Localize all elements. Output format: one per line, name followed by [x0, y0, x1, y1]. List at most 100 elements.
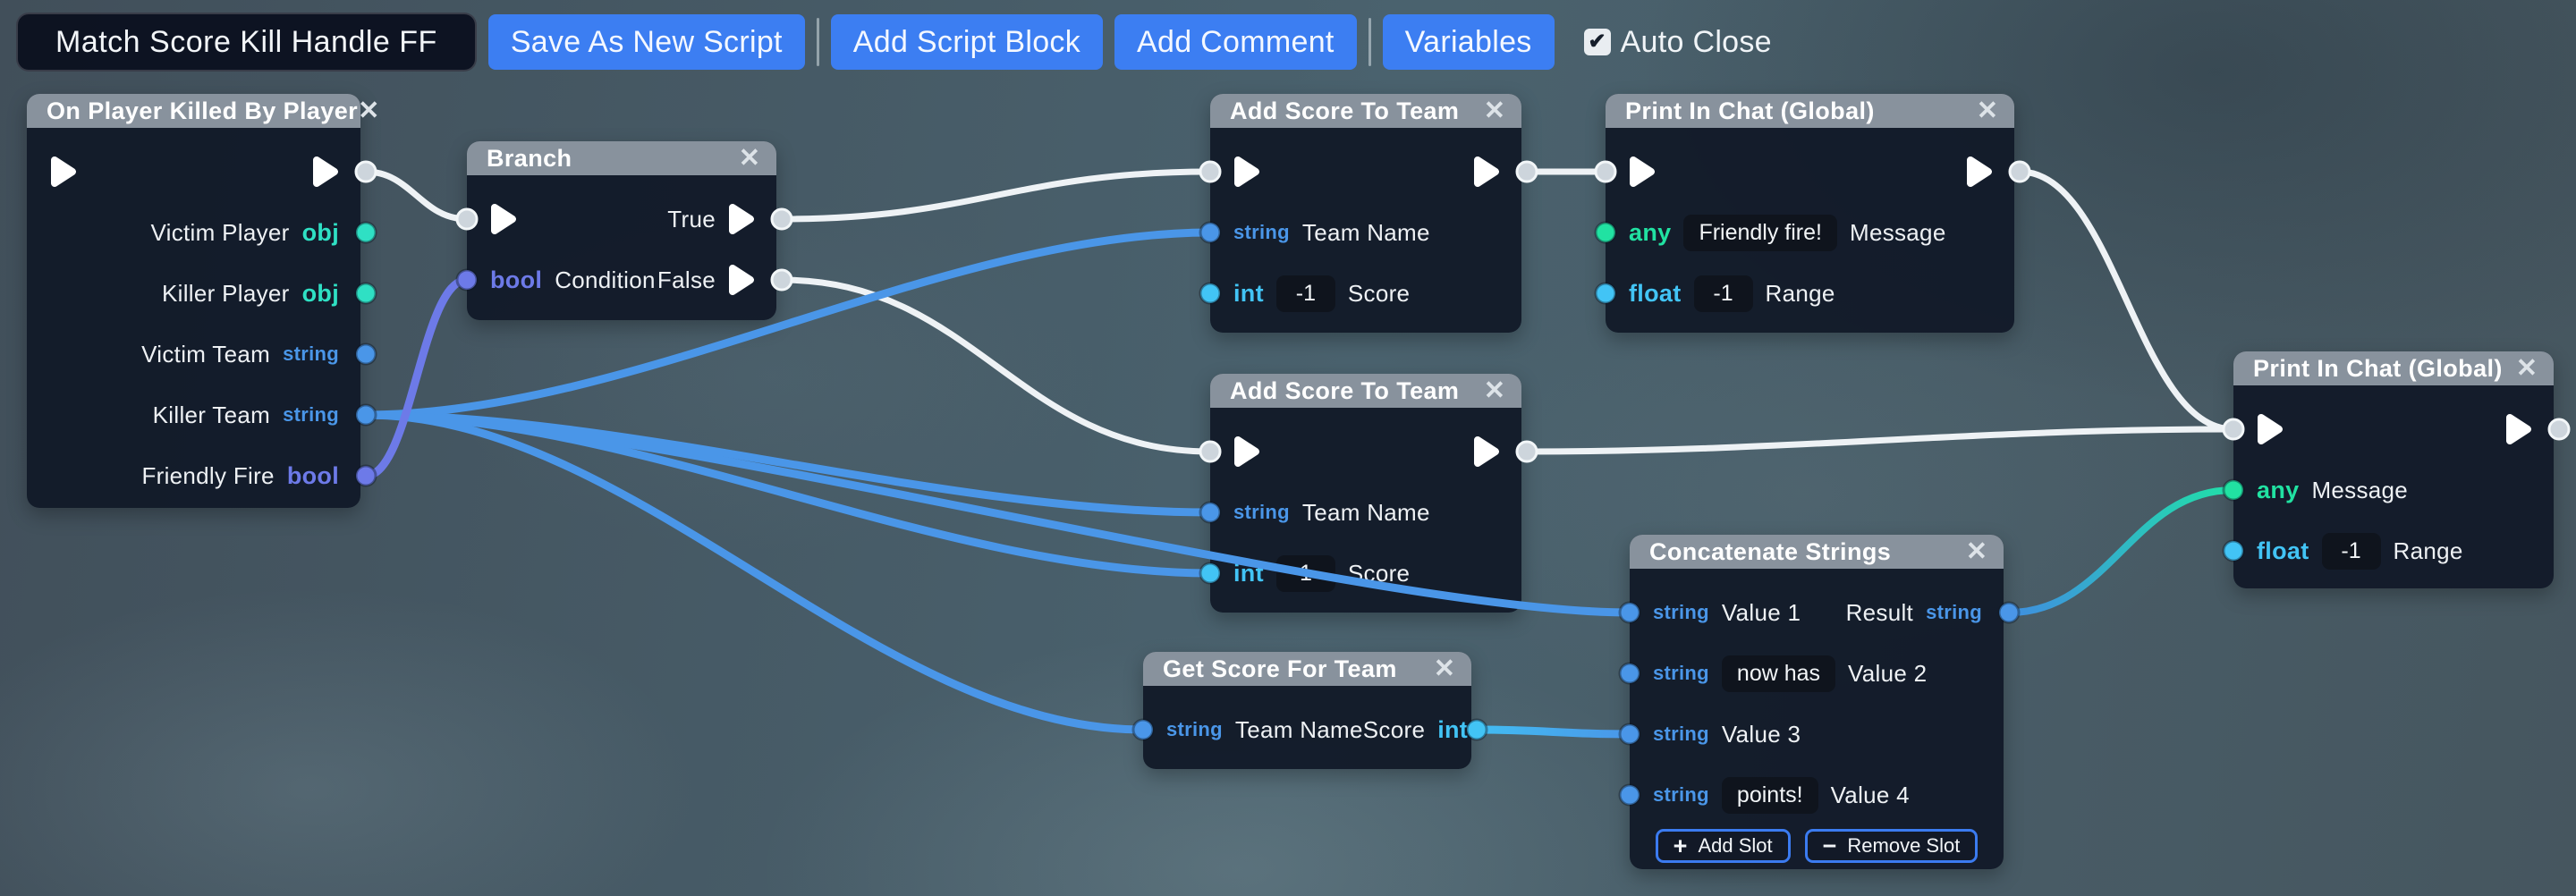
port-label: Message [1849, 218, 1946, 246]
node-header[interactable]: Print In Chat (Global)✕ [1606, 94, 2014, 128]
node-on-player-killed-by-player[interactable]: On Player Killed By Player✕Victim Player… [27, 94, 379, 508]
script-title: Match Score Kill Handle FF [16, 13, 477, 72]
port-label: Friendly Fire [141, 461, 275, 489]
wire [362, 168, 470, 223]
port-label: Killer Team [152, 401, 271, 428]
node-header[interactable]: Get Score For Team ✕ [1143, 652, 1471, 686]
auto-close-checkbox[interactable]: ✔ [1583, 29, 1611, 55]
auto-close-control: ✔ Auto Close [1583, 24, 1772, 60]
node-header[interactable]: On Player Killed By Player✕ [27, 94, 379, 128]
close-icon[interactable]: ✕ [1483, 376, 1505, 405]
value-box[interactable]: -1 [1693, 275, 1753, 312]
checkmark-icon: ✔ [1588, 30, 1606, 54]
port-label: Result [1845, 598, 1914, 626]
value-box[interactable]: -1 [1275, 275, 1335, 312]
value-box[interactable]: 1 [1275, 554, 1335, 592]
port-label: Victim Team [141, 340, 271, 368]
auto-close-label: Auto Close [1620, 24, 1772, 59]
type-label-float: float [1629, 279, 1682, 307]
wire [778, 168, 1214, 223]
type-label-string: string [1166, 718, 1223, 740]
exec-pin-icon[interactable] [728, 264, 755, 296]
node-row: Friendly Fire bool [27, 445, 360, 506]
exec-pin-icon[interactable] [1233, 435, 1260, 468]
node-header[interactable]: Add Score To Team✕ [1210, 374, 1521, 408]
node-header[interactable]: Concatenate Strings✕ [1630, 535, 2004, 569]
node-row [1210, 421, 1521, 482]
exec-pin-icon[interactable] [2505, 413, 2532, 445]
exec-pin-icon[interactable] [490, 203, 517, 235]
value-box[interactable]: Friendly fire! [1683, 214, 1837, 251]
close-icon[interactable]: ✕ [358, 96, 380, 125]
node-header[interactable]: Add Score To Team ✕ [1210, 94, 1521, 128]
close-icon[interactable]: ✕ [1433, 654, 1455, 683]
type-label-obj: obj [301, 279, 339, 307]
add-script-block-button[interactable]: Add Script Block [830, 14, 1104, 70]
remove-slot-button[interactable]: −Remove Slot [1804, 829, 1979, 863]
close-icon[interactable]: ✕ [738, 143, 760, 173]
node-row [1210, 141, 1521, 202]
port-label: True [667, 205, 716, 232]
node-title: Get Score For Team [1163, 655, 1397, 682]
value-box[interactable]: now has [1721, 655, 1836, 692]
exec-pin-icon[interactable] [1233, 156, 1260, 188]
wire [1472, 725, 1634, 739]
save-as-new-script-button[interactable]: Save As New Script [487, 14, 805, 70]
node-title: Add Score To Team [1230, 97, 1460, 124]
type-label-string: string [1653, 783, 1709, 806]
exec-pin-icon[interactable] [728, 203, 755, 235]
port-label: Score [1347, 559, 1411, 587]
node-row [1606, 141, 2014, 202]
exec-pin-icon[interactable] [1966, 156, 1993, 188]
node-header[interactable]: Branch✕ [467, 141, 776, 175]
type-label-int: int [1233, 559, 1264, 587]
exec-pin-icon[interactable] [312, 156, 339, 188]
exec-pin-icon[interactable] [1629, 156, 1656, 188]
value-box[interactable]: -1 [2321, 532, 2381, 570]
close-icon[interactable]: ✕ [2515, 353, 2538, 383]
add-comment-button[interactable]: Add Comment [1114, 14, 1357, 70]
close-icon[interactable]: ✕ [1965, 537, 1987, 566]
exec-pin-icon[interactable] [50, 156, 77, 188]
wire [778, 276, 1214, 455]
close-icon[interactable]: ✕ [1483, 96, 1505, 125]
port-label: Message [2311, 476, 2409, 503]
wire [361, 275, 471, 480]
type-label-string: string [1233, 221, 1290, 243]
value-box[interactable]: points! [1721, 776, 1818, 814]
type-label-bool: bool [490, 266, 543, 293]
exec-pin-icon[interactable] [1473, 156, 1500, 188]
exec-pin-icon[interactable] [2257, 413, 2284, 445]
wire [361, 410, 1215, 517]
type-label-bool: bool [286, 461, 339, 489]
exec-pin-icon[interactable] [1473, 435, 1500, 468]
node-row: int 1 Score [1210, 543, 1521, 604]
close-icon[interactable]: ✕ [1976, 96, 1998, 125]
port-label: Victim Player [150, 218, 290, 246]
port-label: Team Name [1234, 715, 1363, 743]
type-label-string: string [283, 403, 339, 426]
add-slot-button[interactable]: +Add Slot [1655, 829, 1791, 863]
variables-button[interactable]: Variables [1382, 14, 1555, 70]
type-label-string: string [1926, 601, 1982, 623]
node-header[interactable]: Print In Chat (Global)✕ [2233, 351, 2554, 385]
port-label: Value 3 [1721, 720, 1801, 748]
